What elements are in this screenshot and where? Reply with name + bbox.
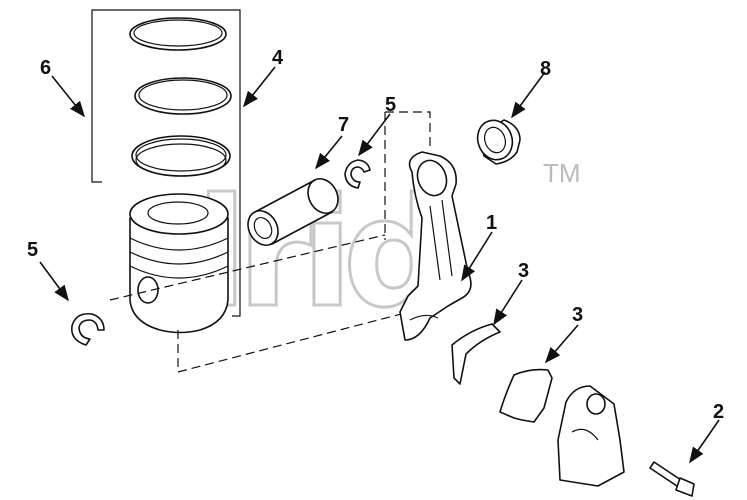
piston-ring-top (129, 17, 227, 51)
callout-label-3-lower: 3 (572, 304, 583, 326)
arrow-5-right (358, 113, 391, 157)
piston-ring-oil (131, 135, 231, 177)
callout-label-1: 1 (486, 212, 497, 234)
callout-label-5-left: 5 (27, 239, 38, 261)
callout-arrows (39, 66, 720, 464)
callout-label-4: 4 (272, 47, 284, 69)
arrow-4 (243, 66, 276, 108)
piston-ring-middle (134, 77, 232, 115)
ring-group-bracket (91, 9, 241, 317)
arrow-2 (689, 419, 720, 464)
connecting-rod-bolt (649, 461, 695, 497)
connecting-rod-cap (557, 385, 625, 487)
callout-labels: 6 4 7 5 5 8 1 3 3 2 (27, 47, 724, 423)
callout-label-3-upper: 3 (518, 260, 529, 282)
small-end-bushing (476, 119, 521, 165)
arrow-3-upper (493, 279, 523, 326)
callout-label-5-right: 5 (385, 94, 396, 116)
arrow-3-lower (544, 324, 579, 364)
callout-label-7: 7 (338, 114, 349, 136)
arrow-7 (314, 135, 343, 170)
retaining-ring-right (344, 159, 371, 189)
arrow-8 (511, 71, 546, 119)
piston-pin-bore (137, 276, 159, 304)
rod-cap-bolt-hole (586, 393, 606, 415)
trademark-mark: TM (543, 158, 581, 188)
callout-label-6: 6 (40, 57, 51, 79)
connecting-rod (399, 151, 472, 341)
arrow-6 (51, 75, 85, 118)
callout-label-2: 2 (713, 401, 724, 423)
bearing-shell-upper (451, 323, 501, 385)
arrow-1 (461, 231, 493, 282)
arrow-5-left (39, 261, 69, 302)
bearing-shell-lower (499, 368, 553, 423)
retaining-ring-left (70, 312, 105, 346)
piston (129, 193, 229, 334)
piston-pin (247, 178, 339, 246)
alignment-lines (109, 111, 456, 373)
callout-label-8: 8 (540, 58, 551, 80)
piston-rings (129, 17, 232, 177)
